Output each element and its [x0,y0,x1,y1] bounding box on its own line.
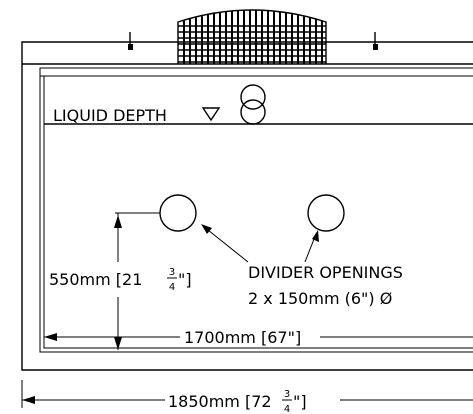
inverted-triangle-icon [201,107,221,122]
divider-opening-right [307,194,345,232]
height-dimension [114,212,160,350]
outer-width-num: 3 [284,389,290,400]
height-dim-main-text: 550mm [21 [49,270,142,289]
outer-width-end: "] [293,392,307,411]
height-dim-end: "] [178,270,192,289]
divider-openings-spec: 2 x 150mm (6") Ø [248,289,392,308]
inner-width-label: 1700mm [67"] [184,328,301,347]
height-dim-den: 4 [169,282,175,293]
mount-stud-right [373,32,378,50]
outer-width-dimension [21,380,473,408]
outer-width-den: 4 [284,404,290,414]
leader-right [304,230,319,263]
outer-width-main: 1850mm [72 [168,392,272,411]
divider-openings-title: DIVIDER OPENINGS [248,263,403,282]
tank-outline [21,41,473,371]
inner-width-dimension [44,333,473,341]
height-dim-main: 550mm [21 [49,270,142,289]
grate-basket [177,9,327,64]
height-dim-num: 3 [169,267,175,278]
liquid-depth-label: LIQUID DEPTH [53,106,167,125]
double-circle-icon [240,84,266,125]
mount-stud-left [128,32,133,50]
divider-opening-left [159,194,197,232]
leader-left [201,224,249,263]
